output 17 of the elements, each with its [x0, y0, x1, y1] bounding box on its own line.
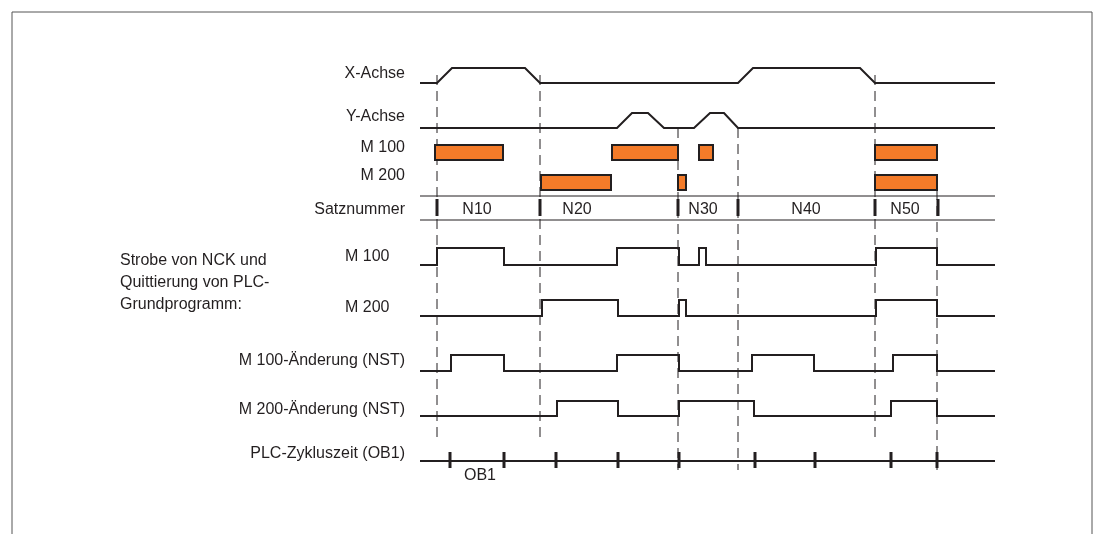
signal-label: PLC-Zykluszeit (OB1)	[250, 443, 405, 463]
cycle-label: OB1	[464, 465, 496, 485]
signal-label: M 100-Änderung (NST)	[238, 350, 405, 370]
row-label: Satznummer	[314, 199, 405, 219]
signal-group-label: Strobe von NCK und Quittierung von PLC-Grundprogramm:	[120, 250, 271, 314]
block-number: N10	[462, 199, 492, 219]
block-number: N20	[562, 199, 592, 219]
signal-label: Y-Achse	[346, 106, 405, 126]
block-number: N50	[890, 199, 920, 219]
signal-label: X-Achse	[344, 63, 405, 83]
signal-label: M 200	[360, 165, 405, 185]
block-number: N40	[791, 199, 821, 219]
block-number: N30	[688, 199, 718, 219]
signal-label: M 200	[345, 297, 390, 317]
signal-label: M 200-Änderung (NST)	[238, 399, 405, 419]
signal-label: M 100	[345, 246, 390, 266]
signal-label: M 100	[360, 137, 405, 157]
